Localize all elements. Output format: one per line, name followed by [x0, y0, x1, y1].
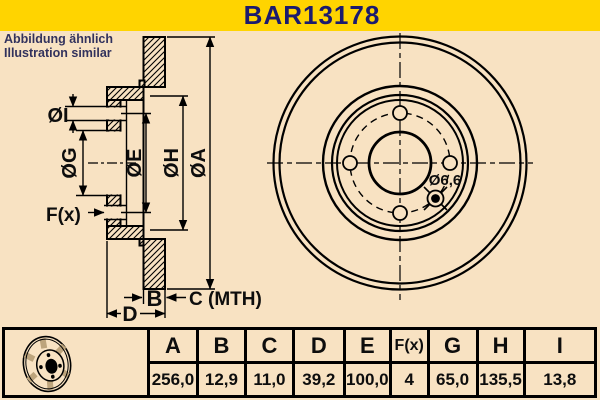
label-d: D	[122, 303, 137, 326]
col-a-header: A	[150, 330, 196, 361]
disc-icon-box	[5, 330, 147, 395]
front-view: Ø6,6	[267, 33, 533, 300]
center-bore-circle	[367, 130, 433, 196]
label-dia-e: ØE	[124, 149, 146, 178]
caption-line-de: Abbildung ähnlich	[4, 32, 114, 46]
title-bar: BAR13178	[0, 0, 600, 31]
spec-panel: A B C D E F(x) G H I 256,0 12,9 11,0 39,…	[2, 327, 597, 398]
spec-table: A B C D E F(x) G H I 256,0 12,9 11,0 39,…	[147, 330, 594, 395]
value-d: 39,2	[294, 364, 343, 395]
label-fixing-hole-diameter: Ø6,6	[429, 172, 462, 189]
bolt-hole-bottom	[105, 206, 122, 219]
col-i-header: I	[525, 330, 594, 361]
col-g-header: G	[429, 330, 476, 361]
value-b: 12,9	[198, 364, 244, 395]
brake-disc-icon	[22, 335, 72, 393]
caption-line-en: Illustration similar	[4, 46, 112, 60]
friction-ring-top	[142, 36, 166, 88]
col-d-header: D	[294, 330, 343, 361]
hat-bottom	[106, 225, 145, 240]
value-f: 4	[391, 364, 427, 395]
front-centerlines	[267, 33, 533, 300]
label-dia-h: ØH	[161, 148, 183, 178]
value-e: 100,0	[345, 364, 389, 395]
cross-section-view: ØI ØG ØE ØH ØA F(x) B C (MTH) D	[46, 36, 262, 326]
label-b: B	[147, 286, 163, 311]
caption: Abbildung ähnlich Illustration similar	[4, 32, 113, 60]
bolt-hole-top	[105, 107, 122, 120]
col-e-header: E	[345, 330, 389, 361]
outer-diameter-circle	[272, 35, 528, 291]
dimension-lines	[65, 36, 215, 318]
fixing-hole	[423, 186, 448, 211]
part-number: BAR13178	[243, 0, 381, 30]
col-h-header: H	[478, 330, 523, 361]
value-h: 135,5	[478, 364, 523, 395]
label-f: F(x)	[46, 205, 81, 226]
label-dia-a: ØA	[188, 148, 210, 178]
label-dia-i: ØI	[47, 105, 68, 127]
value-c: 11,0	[246, 364, 292, 395]
col-c-header: C	[246, 330, 292, 361]
label-dia-g: ØG	[59, 147, 81, 178]
friction-band-circle	[321, 84, 479, 242]
col-f-header: F(x)	[391, 330, 427, 361]
bolt-holes	[342, 105, 458, 221]
col-b-header: B	[198, 330, 244, 361]
hat-circle	[330, 93, 470, 233]
label-c: C (MTH)	[189, 289, 262, 310]
friction-ring-bottom	[142, 238, 166, 290]
value-g: 65,0	[429, 364, 476, 395]
value-i: 13,8	[525, 364, 594, 395]
value-a: 256,0	[150, 364, 196, 395]
hat-top	[106, 86, 145, 101]
